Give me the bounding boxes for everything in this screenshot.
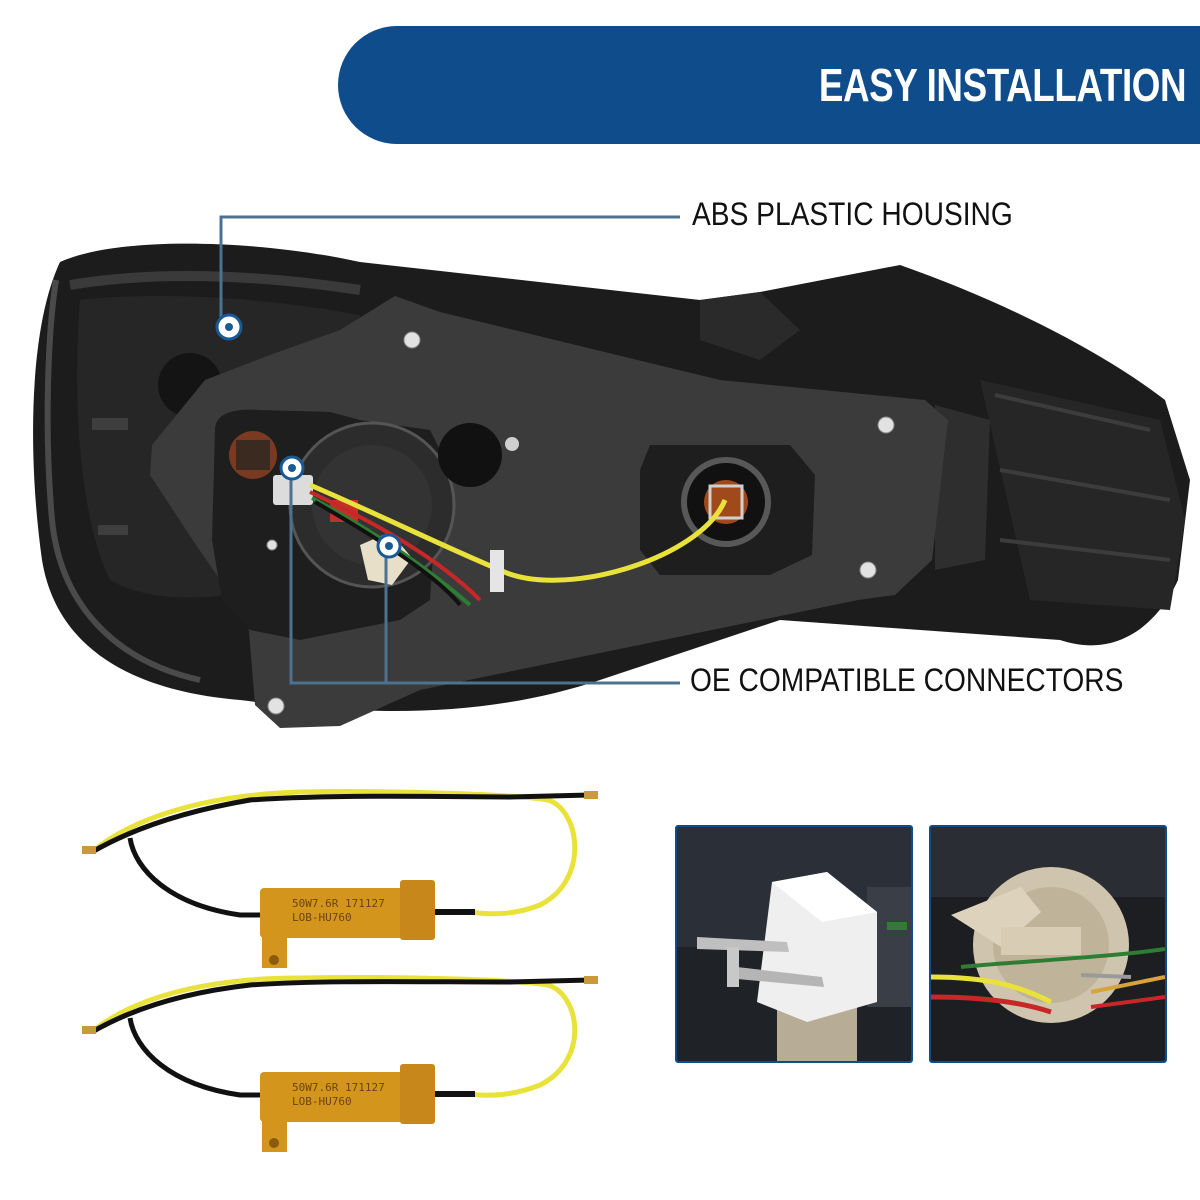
connector-plug [273,475,313,505]
title-banner: EASY INSTALLATION [338,26,1200,144]
callout-label-housing: ABS PLASTIC HOUSING [692,196,1013,232]
banner-title: EASY INSTALLATION [818,59,1187,111]
inset-photo-plug-connector [675,825,913,1063]
resistor-print-bottom-1: 50W7.6R 171127 [292,1081,385,1094]
callout-label-connectors: OE COMPATIBLE CONNECTORS [690,662,1124,698]
callout-dot-housing [215,313,243,341]
resistor-print-bottom-2: LOB-HU760 [292,1095,352,1108]
resistor-print-top-1: 50W7.6R 171127 [292,897,385,910]
load-resistor-bottom: 50W7.6R 171127 LOB-HU760 [82,974,598,1152]
resistor-print-top-2: LOB-HU760 [292,911,352,924]
load-resistor-top: 50W7.6R 171127 LOB-HU760 [82,789,598,968]
inset-photo-bulb-socket [929,825,1167,1063]
callout-dot-socket [376,533,402,559]
callout-dot-plug [279,455,305,481]
